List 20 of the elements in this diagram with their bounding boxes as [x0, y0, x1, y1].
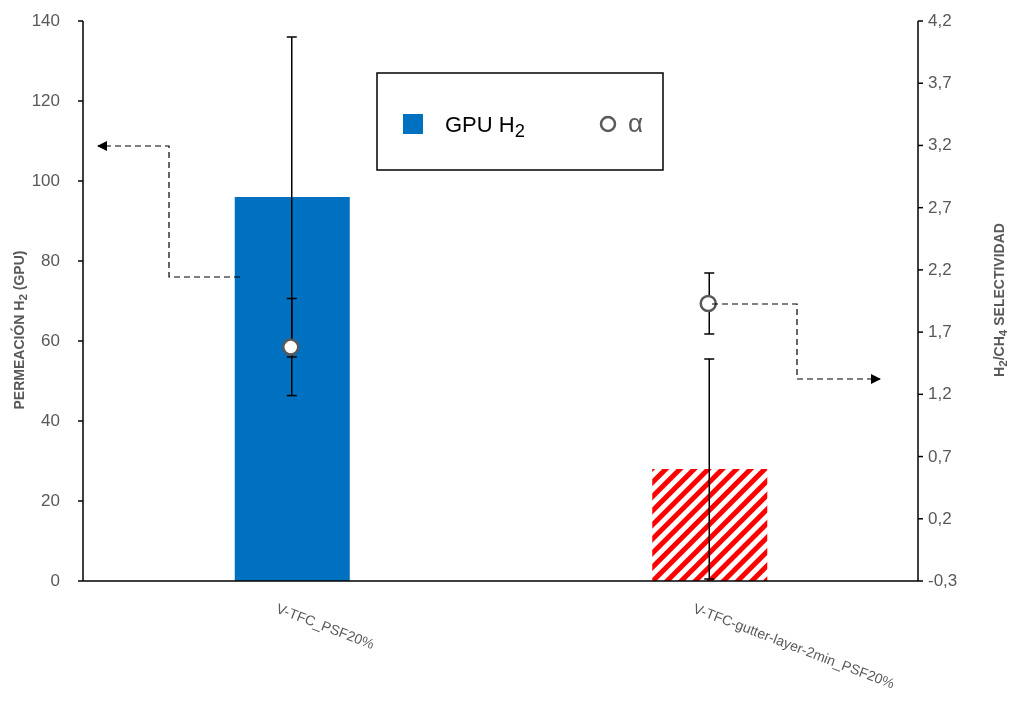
tick-label: 80: [41, 251, 60, 271]
tick-label: 60: [41, 331, 60, 351]
tick-label: 2,7: [928, 197, 952, 218]
tick-label: 1,7: [928, 322, 952, 343]
legend-label: α: [628, 108, 644, 139]
tick-label: -0,3: [928, 571, 958, 591]
tick-label: 0: [50, 571, 60, 591]
tick-label: 3,7: [928, 73, 952, 94]
tick-label: 3,2: [928, 135, 952, 156]
tick-label: 0,2: [928, 508, 952, 529]
tick-label: 140: [31, 11, 60, 31]
tick-label: 20: [41, 491, 60, 511]
tick-label: 1,2: [928, 384, 952, 405]
tick-label: 2,2: [928, 259, 952, 280]
tick-label: 4,2: [928, 11, 952, 31]
tick-label: 0,7: [928, 446, 952, 467]
tick-label: 100: [31, 171, 60, 191]
tick-label: 40: [41, 411, 60, 431]
legend-label: GPU H$_{2}$: [445, 112, 525, 143]
tick-label: 120: [31, 91, 60, 111]
